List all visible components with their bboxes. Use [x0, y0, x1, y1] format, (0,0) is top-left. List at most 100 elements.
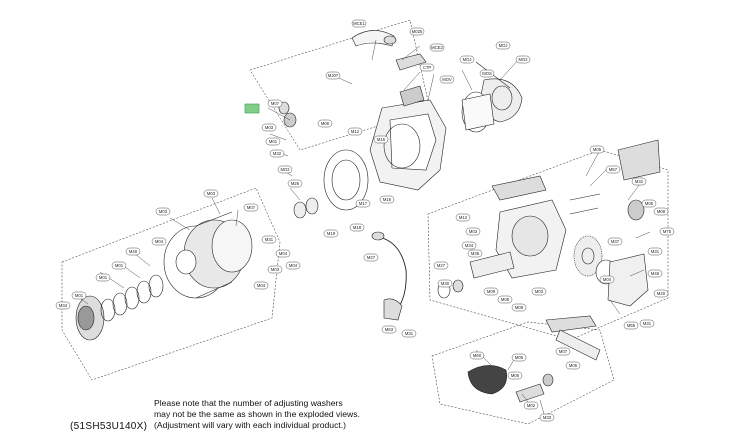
part-number-tag-outline: [639, 319, 655, 328]
part-number-tag-outline: [95, 273, 111, 282]
note-line-1: Please note that the number of adjusting…: [154, 398, 343, 408]
part-number-tag-outline: [111, 261, 127, 270]
part-number-tag-outline: [355, 199, 371, 208]
part-number-text: M19: [327, 231, 336, 236]
part-number-tag: MOJ: [459, 55, 475, 64]
part-number-tag-outline: [647, 247, 663, 256]
part-number-text: M03: [265, 125, 274, 130]
part-number-tag: M03: [267, 265, 283, 274]
part-number-tag: M05: [641, 199, 657, 208]
part-number-text: M07: [247, 205, 256, 210]
part-number-text: M31: [643, 321, 652, 326]
part-number-text: M37: [611, 239, 620, 244]
part-number-text: M01: [115, 263, 124, 268]
part-number-tag-outline: [287, 179, 303, 188]
part-number-tag-outline: [325, 71, 341, 80]
part-number-tag: M15: [373, 135, 389, 144]
part-number-tag: M01: [71, 291, 87, 300]
part-number-tag: M30: [437, 279, 453, 288]
part-number-tag-outline: [71, 291, 87, 300]
part-number-tag-outline: [267, 265, 283, 274]
part-number-tag-outline: [461, 241, 477, 250]
part-number-tag-outline: [379, 195, 395, 204]
part-number-text: M03: [207, 191, 216, 196]
part-number-tag-outline: [401, 329, 417, 338]
part-number-tag: M06: [317, 119, 333, 128]
part-number-text: M04: [603, 277, 612, 282]
part-number-tag-outline: [511, 353, 527, 362]
part-number-tag-outline: [363, 253, 379, 262]
part-number-text: M30: [441, 281, 450, 286]
part-number-text: MOJ: [463, 57, 472, 62]
part-number-tag-outline: [409, 27, 425, 36]
part-number-text: M03: [159, 209, 168, 214]
part-number-text: M09: [487, 289, 496, 294]
part-number-tag-outline: [607, 237, 623, 246]
part-number-tag-outline: [155, 207, 171, 216]
part-number-tag-outline: [439, 75, 455, 84]
part-number-tag: M04: [599, 275, 615, 284]
spool-assembly-frame: [61, 187, 281, 381]
part-number-tag: M32: [631, 177, 647, 186]
part-number-tag: M02: [523, 401, 539, 410]
part-number-tag-outline: [555, 347, 571, 356]
part-number-tag: M01: [265, 137, 281, 146]
part-number-text: MCE1: [353, 21, 365, 26]
part-number-tag: M07: [555, 347, 571, 356]
part-number-tag-outline: [267, 99, 283, 108]
part-number-tag: MOV: [439, 75, 455, 84]
part-number-tag: M03: [155, 207, 171, 216]
part-number-tag: MO2: [515, 55, 531, 64]
part-number-tag-outline: [323, 229, 339, 238]
part-number-text: M01: [269, 139, 278, 144]
handle: [467, 315, 601, 403]
part-number-tag-outline: [275, 249, 291, 258]
part-number-tag-outline: [641, 199, 657, 208]
part-number-tag: M01: [111, 261, 127, 270]
part-number-tag-outline: [495, 41, 511, 50]
part-number-tag-outline: [653, 207, 669, 216]
part-number-tag-outline: [599, 275, 615, 284]
part-number-tag: M06: [507, 371, 523, 380]
part-number-tag: M08: [653, 207, 669, 216]
part-number-tag-outline: [483, 287, 499, 296]
part-number-tag-outline: [479, 69, 495, 78]
part-number-text: M60: [473, 353, 482, 358]
part-number-tag-outline: [433, 261, 449, 270]
part-number-tag: M03: [465, 227, 481, 236]
part-number-tag: M32: [269, 149, 285, 158]
part-number-text: M12: [351, 129, 360, 134]
part-number-tag-outline: [269, 149, 285, 158]
part-number-tag-outline: [261, 123, 277, 132]
part-number-text: M31: [405, 331, 414, 336]
part-number-tag: M025: [409, 27, 425, 36]
part-number-tag: M40: [125, 247, 141, 256]
part-number-tag-outline: [373, 135, 389, 144]
gear-assembly-frame: [427, 149, 669, 341]
part-number-tag: M12: [455, 213, 471, 222]
part-number-text: M35: [471, 251, 480, 256]
part-number-text: MCE2: [431, 45, 443, 50]
note-line-3: (Adjustment will vary with each individu…: [154, 420, 347, 430]
part-number-tag: MO2: [277, 165, 293, 174]
part-number-text: M06: [511, 373, 520, 378]
part-number-tag: MCE2: [429, 43, 445, 52]
part-number-tag-outline: [277, 165, 293, 174]
part-number-tag-outline: [203, 189, 219, 198]
part-number-tag-outline: [459, 55, 475, 64]
part-number-tag-outline: [531, 287, 547, 296]
reel-body: [437, 175, 567, 299]
part-number-tag-outline: [285, 261, 301, 270]
part-number-tag: M17: [355, 199, 371, 208]
part-number-tag: M08: [511, 303, 527, 312]
highlighted-part-tag: [244, 103, 260, 114]
part-number-text: M17: [359, 201, 368, 206]
part-number-tag: M55: [623, 321, 639, 330]
part-number-tag-outline: [647, 269, 663, 278]
part-number-tag: M04: [285, 261, 301, 270]
part-number-text: MOJ: [499, 43, 508, 48]
part-number-text: M15: [377, 137, 386, 142]
part-number-tag: M46: [647, 269, 663, 278]
part-number-tag: M27: [363, 253, 379, 262]
part-number-tag: M04: [253, 281, 269, 290]
